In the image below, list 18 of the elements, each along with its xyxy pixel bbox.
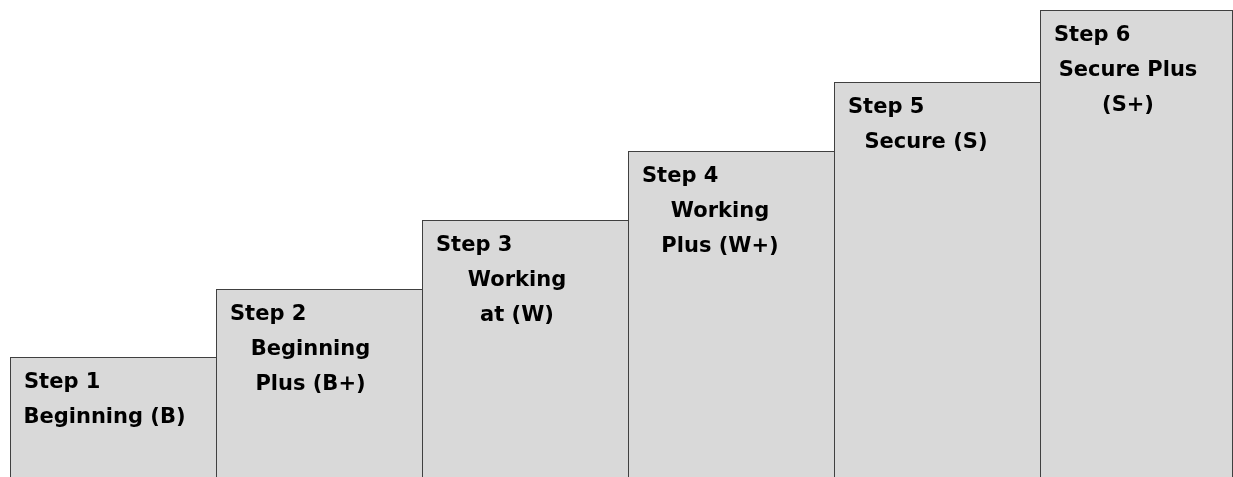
- step-heading: Step 1: [24, 368, 101, 395]
- step-heading: Step 2: [230, 300, 307, 327]
- step-box: [422, 220, 629, 477]
- step-box: [628, 151, 835, 477]
- step-box: [216, 289, 423, 477]
- step-label: Secure (S): [863, 128, 989, 155]
- step-label: Beginning Plus (B+): [249, 335, 372, 397]
- step-box: [1040, 10, 1233, 477]
- step-label: Working Plus (W+): [660, 197, 780, 259]
- step-heading: Step 6: [1054, 21, 1131, 48]
- step-heading: Step 3: [436, 231, 513, 258]
- step-label: Working at (W): [466, 266, 568, 328]
- step-box: [10, 357, 217, 477]
- step-label: Secure Plus (S+): [1057, 56, 1199, 118]
- step-label: Beginning (B): [22, 403, 187, 430]
- step-heading: Step 5: [848, 93, 925, 120]
- step-box: [834, 82, 1041, 477]
- step-heading: Step 4: [642, 162, 719, 189]
